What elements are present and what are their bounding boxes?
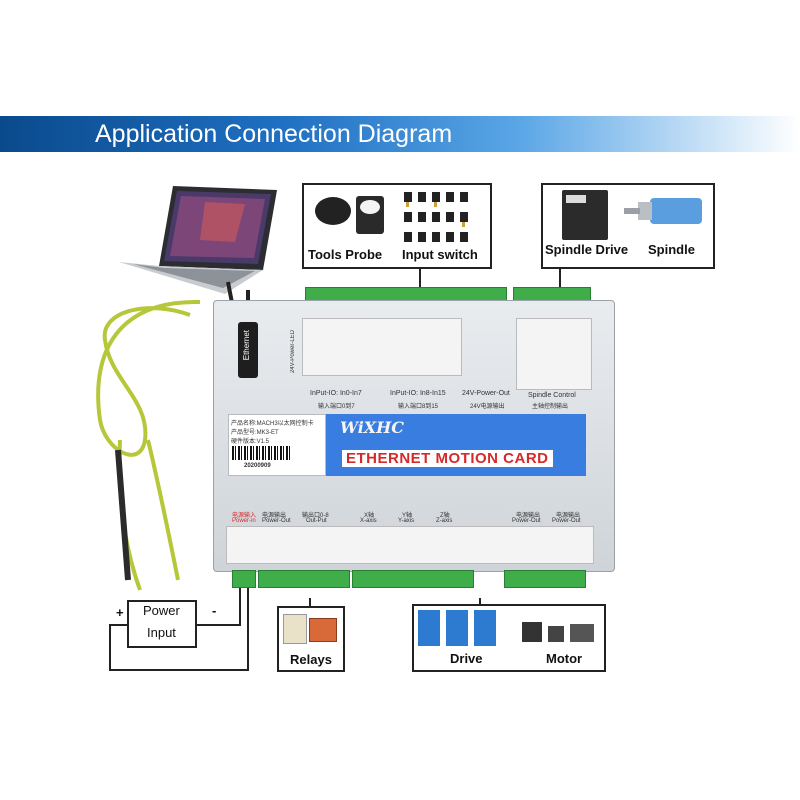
tools-probe-label: Tools Probe	[308, 247, 383, 262]
power-led-label: 24V-Power-LED	[290, 330, 296, 374]
bottom-sec-4-cn: X轴	[364, 513, 375, 519]
input-io-0-7-cn: 输入端口0到7	[318, 404, 355, 410]
relay-icon	[283, 614, 307, 644]
input-io-8-15-label: InPut-IO: In8-In15	[390, 390, 446, 397]
power-input-box	[127, 600, 197, 648]
input-io-0-7-label: InPut-IO: In0-In7	[310, 390, 362, 397]
bottom-sec-8-en: Power-Out	[552, 518, 581, 524]
bottom-sec-5-en: Y-axis	[398, 518, 415, 524]
bottom-sec-6-cn: Z轴	[440, 513, 450, 519]
relay-socket-icon	[309, 618, 337, 642]
bottom-sec-4-en: X-axis	[360, 518, 377, 524]
sticker-line-1: 产品名称:MACH3以太网控制卡	[231, 421, 314, 427]
drive-icon-2	[446, 610, 468, 646]
motor-label: Motor	[546, 651, 583, 666]
bottom-sec-2-en: Power-Out	[262, 518, 291, 524]
drive-label: Drive	[450, 651, 483, 666]
bottom-terminal-out	[258, 570, 350, 588]
input-io-8-15-cn: 输入端口8到15	[398, 404, 439, 410]
sticker-line-3: 硬件版本:V1.5	[231, 439, 270, 445]
input-switch-icon	[404, 192, 468, 242]
barcode	[232, 446, 292, 460]
drive-icon-1	[418, 610, 440, 646]
bottom-sec-3-en: Out-Put	[306, 518, 327, 524]
power-minus: -	[212, 603, 217, 618]
power-out-24v-label: 24V-Power-Out	[462, 390, 510, 397]
power-out-24v-cn: 24V电源输出	[470, 404, 505, 410]
bottom-sec-7-cn: 电源输出	[516, 513, 541, 519]
bottom-sec-3-cn: 输出口0-8	[302, 513, 329, 519]
bottom-sec-2-cn: 电源输出	[262, 513, 287, 519]
sticker-line-2: 产品型号:MK3-ET	[231, 430, 279, 436]
bottom-sec-7-en: Power-Out	[512, 518, 541, 524]
diagram-title: Application Connection Diagram	[95, 120, 453, 148]
tools-probe-icon	[315, 197, 351, 225]
spindle-icon	[624, 198, 702, 224]
motor-icon-1	[522, 622, 542, 642]
spindle-control-cn: 主轴控制输出	[532, 404, 569, 410]
spindle-drive-label-plate	[566, 195, 586, 203]
spindle-drive-label: Spindle Drive	[545, 242, 629, 257]
relays-label: Relays	[290, 652, 332, 667]
title-banner	[0, 116, 800, 152]
motor-icon-3	[570, 624, 594, 642]
bottom-terminal-axes	[352, 570, 474, 588]
spindle-control-label: Spindle Control	[528, 392, 576, 399]
ethernet-port	[238, 322, 258, 378]
bottom-sec-8-cn: 电源输出	[556, 513, 581, 519]
bottom-sec-6-en: Z-axis	[436, 518, 453, 524]
serial-number: 20200909	[244, 463, 271, 469]
power-label: Power	[143, 603, 180, 618]
bottom-sec-1-en: Power-in	[232, 518, 256, 524]
bottom-sec-1-cn: 电源输入	[232, 513, 257, 519]
drive-icon-3	[474, 610, 496, 646]
ethernet-label: Ethernet	[242, 330, 251, 361]
brand-logo: WiXHC	[340, 418, 405, 437]
product-sticker	[228, 414, 326, 476]
bottom-sec-5-cn: Y轴	[402, 513, 413, 519]
probe-light	[360, 200, 380, 214]
io-port-label-area	[302, 318, 462, 376]
bottom-terminal-power-out	[504, 570, 586, 588]
spindle-label: Spindle	[648, 242, 695, 257]
input-switch-label: Input switch	[402, 247, 478, 262]
bottom-port-label-area	[226, 526, 594, 564]
bottom-terminal-power-in	[232, 570, 256, 588]
power-plus: +	[116, 605, 124, 620]
input-label: Input	[147, 625, 176, 640]
card-title: ETHERNET MOTION CARD	[342, 450, 553, 467]
spindle-port-label-area	[516, 318, 592, 390]
motor-icon-2	[548, 626, 564, 642]
